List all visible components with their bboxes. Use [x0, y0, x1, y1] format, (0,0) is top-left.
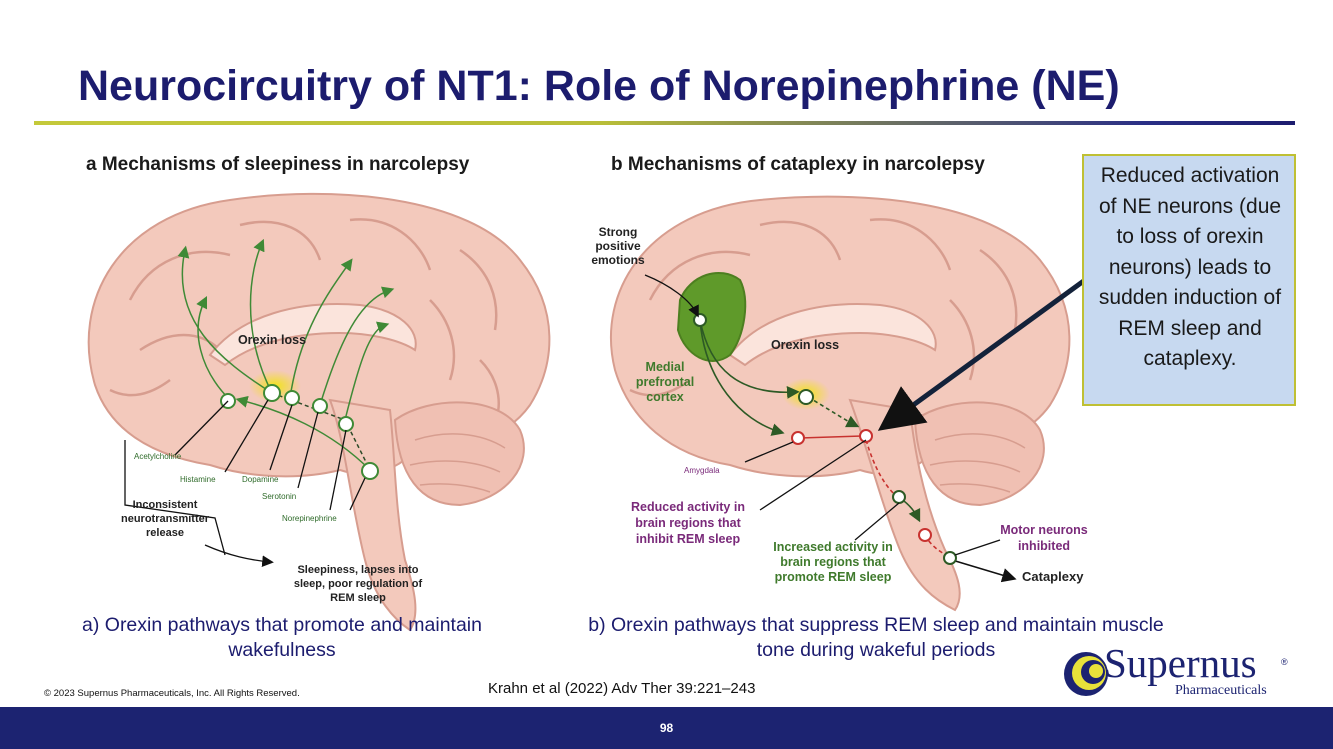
panel-b-heading: b Mechanisms of cataplexy in narcolepsy: [611, 154, 985, 175]
motor-neurons-label: Motor neurons inhibited: [1000, 523, 1088, 553]
label-leaders-b: [644, 274, 1001, 556]
medial-prefrontal-cortex-region: [676, 271, 747, 362]
callout-pointer-arrow: [877, 277, 1087, 431]
label-leaders-a: [124, 399, 366, 568]
neuron-nodes-a: [220, 384, 379, 480]
reduced-activity-label: Reduced activity in brain regions that i…: [631, 500, 745, 546]
cataplexy-pathways-b: [699, 319, 1017, 583]
orexin-loss-label-b: Orexin loss: [770, 338, 840, 352]
supernus-logo-subtitle: Pharmaceuticals: [1175, 683, 1267, 698]
supernus-logo-registered: ®: [1281, 657, 1288, 667]
caption-a: a) Orexin pathways that promote and main…: [82, 614, 482, 661]
sleepiness-outcome-label: Sleepiness, lapses into sleep, poor regu…: [293, 564, 423, 604]
amygdala-label: Amygdala: [684, 466, 720, 475]
orexin-loss-label-a: Orexin loss: [237, 333, 307, 347]
title-rule: [34, 121, 1295, 125]
page-number: 98: [659, 721, 674, 735]
brain-a-icon: [87, 192, 551, 632]
ne-callout-box: [1082, 154, 1296, 406]
strong-emotions-label: Strong positive emotions: [591, 225, 645, 267]
supernus-logo-mark-icon: [1064, 652, 1108, 696]
cataplexy-label: Cataplexy: [1022, 569, 1084, 584]
supernus-logo-word: Supernus: [1104, 640, 1257, 686]
panel-a-heading: a Mechanisms of sleepiness in narcolepsy: [86, 154, 470, 175]
caption-b: b) Orexin pathways that suppress REM sle…: [588, 614, 1164, 661]
norepinephrine-label: Norepinephrine: [282, 514, 337, 523]
acetylcholine-label: Acetylcholine: [134, 452, 182, 461]
ne-callout-text: Reduced activation of NE neurons (due to…: [1098, 164, 1282, 370]
citation-text: Krahn et al (2022) Adv Ther 39:221–243: [488, 680, 756, 697]
increased-activity-label: Increased activity in brain regions that…: [773, 540, 893, 584]
slide-title: Neurocircuitry of NT1: Role of Norepinep…: [78, 62, 1120, 110]
serotonin-label: Serotonin: [262, 492, 297, 501]
neuron-nodes-b: [693, 313, 957, 565]
inconsistent-release-label: Inconsistent neurotransmitter release: [120, 499, 210, 539]
brain-b-icon: [610, 195, 1071, 612]
histamine-label: Histamine: [180, 475, 216, 484]
medial-prefrontal-cortex-label: Medial prefrontal cortex: [635, 360, 695, 404]
copyright-text: © 2023 Supernus Pharmaceuticals, Inc. Al…: [44, 688, 300, 699]
dopamine-label: Dopamine: [242, 475, 279, 484]
footer-bar: [0, 707, 1333, 749]
